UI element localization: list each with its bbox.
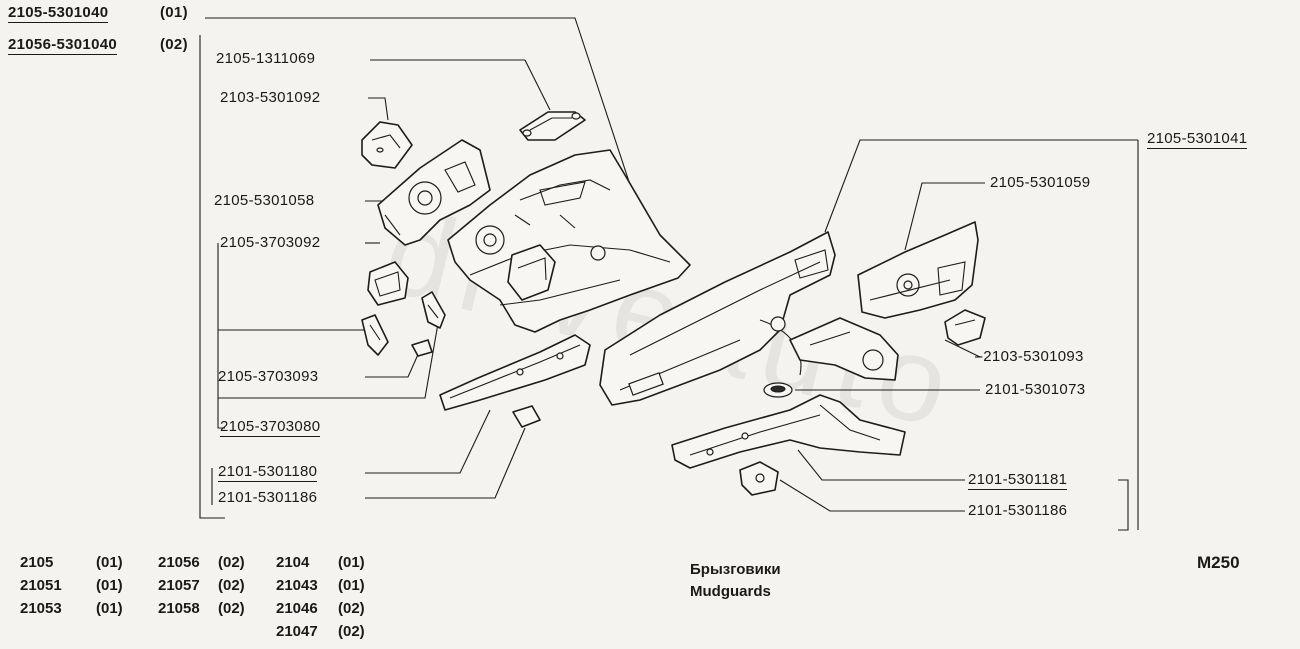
header-code-1: 2105-5301040 — [8, 4, 109, 23]
part-plug-5301073 — [763, 382, 793, 398]
label-2101-5301180: 2101-5301180 — [218, 463, 318, 482]
part-member-5301041 — [599, 231, 836, 406]
model-variants-table: 2105 (01) 21056 (02) 2104 (01) 21051 (01… — [20, 551, 380, 643]
variant-model: 2105 — [20, 554, 54, 571]
part-bracket-5301092 — [361, 121, 413, 169]
variant-row: 21053 (01) 21058 (02) 21046 (02) — [20, 597, 380, 620]
variant-code: (02) — [218, 577, 245, 594]
label-2101-5301186-left: 2101-5301186 — [218, 489, 318, 506]
part-right-extension — [789, 317, 899, 381]
header-code-2-variant: (02) — [160, 36, 188, 53]
label-2105-3703092: 2105-3703092 — [220, 234, 321, 251]
label-2105-5301041: 2105-5301041 — [1147, 130, 1248, 149]
variant-code: (02) — [218, 600, 245, 617]
part-bracket-5301093 — [944, 309, 986, 346]
variant-code: (01) — [338, 577, 365, 594]
header-code-2: 21056-5301040 — [8, 36, 118, 55]
label-2105-3703093: 2105-3703093 — [218, 368, 319, 385]
label-2105-1311069: 2105-1311069 — [216, 50, 316, 67]
variant-model: 2104 — [276, 554, 310, 571]
title-english: Mudguards — [690, 583, 771, 600]
part-panel-5301058 — [377, 139, 491, 246]
variant-model: 21058 — [158, 600, 200, 617]
part-bracket-5301186-right — [739, 461, 779, 496]
label-2101-5301186-right: 2101-5301186 — [968, 502, 1068, 519]
variant-code: (02) — [338, 623, 365, 640]
variant-code: (02) — [218, 554, 245, 571]
title-russian: Брызговики — [690, 561, 781, 578]
label-2103-5301093: -2103-5301093 — [978, 348, 1084, 365]
header-code-1-variant: (01) — [160, 4, 188, 21]
variant-code: (02) — [338, 600, 365, 617]
part-panel-5301059 — [857, 221, 979, 319]
variant-row: 21051 (01) 21057 (02) 21043 (01) — [20, 574, 380, 597]
label-2105-5301059: 2105-5301059 — [990, 174, 1091, 191]
part-bracket-1311069 — [519, 111, 586, 141]
variant-code: (01) — [338, 554, 365, 571]
variant-model: 21043 — [276, 577, 318, 594]
part-clips-3703092 — [361, 244, 556, 357]
variant-code: (01) — [96, 554, 123, 571]
leader-lines — [199, 17, 1139, 531]
variant-model: 21056 — [158, 554, 200, 571]
part-side-member-5301180 — [439, 334, 591, 428]
variant-code: (01) — [96, 600, 123, 617]
variant-model: 21046 — [276, 600, 318, 617]
label-2101-5301073: 2101-5301073 — [985, 381, 1086, 398]
label-2103-5301092: 2103-5301092 — [220, 89, 321, 106]
part-inner-fender-left — [447, 149, 691, 333]
figure-code: M250 — [1197, 553, 1240, 572]
variant-code: (01) — [96, 577, 123, 594]
variant-row: 2105 (01) 21056 (02) 2104 (01) — [20, 551, 380, 574]
variant-model: 21047 — [276, 623, 318, 640]
label-2101-5301181: 2101-5301181 — [968, 471, 1068, 490]
variant-model: 21057 — [158, 577, 200, 594]
variant-model: 21051 — [20, 577, 62, 594]
variant-row: 21047 (02) — [20, 620, 380, 643]
variant-model: 21053 — [20, 600, 62, 617]
part-side-member-5301181 — [671, 394, 906, 469]
label-2105-3703080: 2105-3703080 — [220, 418, 321, 437]
label-2105-5301058: 2105-5301058 — [214, 192, 315, 209]
